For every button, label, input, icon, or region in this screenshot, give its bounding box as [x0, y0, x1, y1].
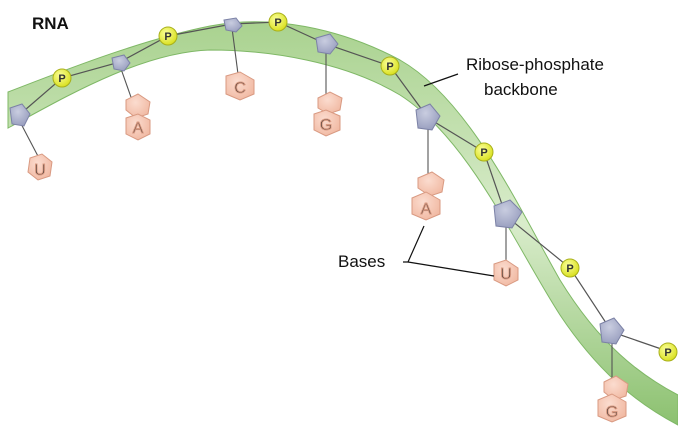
- base-a: A: [411, 171, 445, 221]
- phosphates: P P P P P P P: [52, 12, 678, 362]
- svg-text:P: P: [58, 73, 65, 85]
- phosphate: P: [268, 12, 288, 32]
- svg-text:P: P: [664, 347, 671, 359]
- sugar: [223, 17, 243, 33]
- phosphate: P: [658, 342, 678, 362]
- svg-text:A: A: [421, 201, 432, 218]
- bases-label: Bases: [338, 252, 385, 271]
- sugars: [9, 17, 625, 345]
- callout-lines: [403, 73, 495, 277]
- base-u: U: [493, 259, 519, 287]
- sugar: [493, 199, 523, 229]
- svg-text:A: A: [133, 120, 144, 137]
- backbone-label-line1: Ribose-phosphate: [466, 55, 604, 74]
- phosphate: P: [380, 56, 400, 76]
- phosphate: P: [52, 68, 72, 88]
- backbone-label-line2: backbone: [484, 80, 558, 99]
- ribbon-backbone: [7, 21, 678, 426]
- svg-text:P: P: [164, 31, 171, 43]
- sugar: [599, 317, 625, 345]
- phosphate: P: [560, 258, 580, 278]
- sugar: [9, 103, 31, 127]
- base-a: A: [125, 93, 151, 141]
- svg-text:G: G: [606, 404, 618, 421]
- sugar: [415, 103, 441, 131]
- svg-text:C: C: [234, 80, 246, 97]
- phosphate: P: [474, 142, 494, 162]
- sugar: [111, 54, 131, 72]
- svg-text:P: P: [386, 61, 393, 73]
- svg-text:P: P: [274, 17, 281, 29]
- svg-text:G: G: [320, 117, 332, 134]
- base-u: U: [27, 153, 53, 181]
- base-g: G: [313, 91, 343, 137]
- sugar: [315, 33, 339, 55]
- bases: U A C G A U G: [27, 71, 629, 423]
- svg-text:P: P: [566, 263, 573, 275]
- backbone-chain: [17, 21, 671, 353]
- diagram-title: RNA: [32, 14, 69, 33]
- svg-text:U: U: [34, 162, 46, 179]
- base-g: G: [597, 375, 629, 423]
- base-c: C: [225, 71, 255, 101]
- svg-text:U: U: [500, 266, 512, 283]
- phosphate: P: [158, 26, 178, 46]
- svg-text:P: P: [480, 147, 487, 159]
